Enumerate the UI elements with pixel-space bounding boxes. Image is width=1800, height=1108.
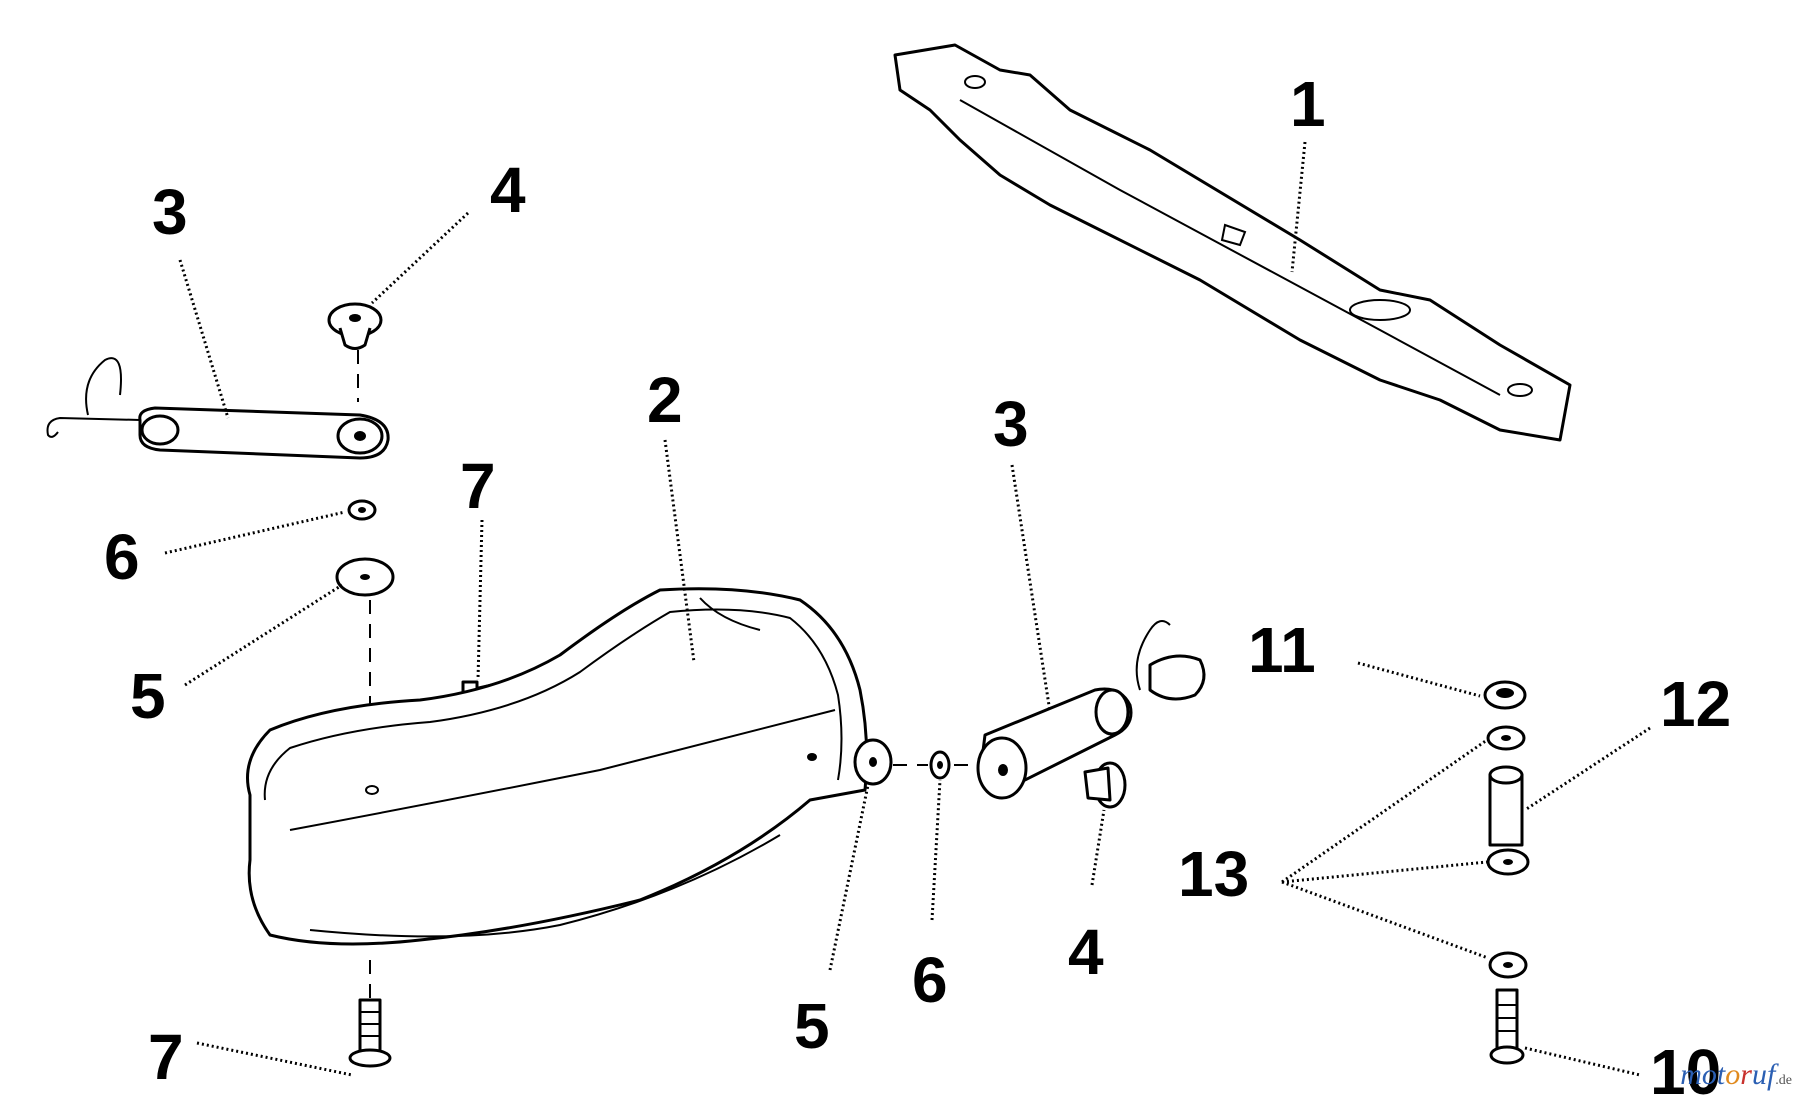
watermark-part-2: o [1725, 1058, 1741, 1091]
leader-1 [1290, 141, 1307, 273]
callout-4-bottom: 4 [1068, 916, 1104, 988]
blade [893, 43, 1572, 442]
washer-small-center [929, 750, 951, 780]
nut [1483, 680, 1527, 710]
callout-7-upper: 7 [460, 450, 496, 522]
spacer [1488, 765, 1524, 847]
leader-lines [164, 141, 1651, 1077]
leader-6-left [164, 510, 346, 555]
washer-13-middle [1486, 848, 1530, 876]
callout-11: 11 [1248, 614, 1316, 686]
callout-3-left: 3 [152, 176, 188, 248]
leader-2 [663, 439, 696, 663]
callout-6-left: 6 [104, 521, 140, 593]
washer-13-top [1486, 725, 1526, 751]
leader-3-left [178, 259, 230, 419]
watermark-logo: motoruf.de [1680, 1058, 1792, 1092]
callout-4-top: 4 [490, 154, 526, 226]
leader-3-right [1010, 464, 1052, 713]
bolt-lower [348, 998, 392, 1068]
bolt-right [1489, 988, 1525, 1065]
leader-7-lower [196, 1041, 353, 1077]
leader-6-center [930, 779, 942, 921]
callout-7-lower: 7 [148, 1021, 184, 1093]
leader-4-top [370, 211, 470, 305]
leader-5-left [184, 583, 343, 687]
watermark-tld: .de [1775, 1073, 1792, 1088]
washer-large-center [853, 738, 893, 786]
callout-3-right: 3 [993, 388, 1029, 460]
callout-1: 1 [1290, 68, 1326, 140]
callout-6-center: 6 [912, 944, 948, 1016]
watermark-part-3: r [1740, 1058, 1752, 1091]
callout-13: 13 [1178, 838, 1250, 910]
callout-5-center: 5 [794, 990, 830, 1062]
watermark-part-4: uf [1751, 1058, 1776, 1091]
idler-arm-left [46, 357, 390, 460]
washer-large-left [335, 557, 395, 597]
belt-cover [246, 587, 869, 946]
leader-11 [1357, 661, 1481, 698]
leader-13-c [1281, 880, 1489, 960]
callout-2: 2 [647, 364, 683, 436]
leader-7-upper [476, 519, 484, 681]
washer-small-left [347, 499, 377, 521]
leader-4-bottom [1090, 809, 1106, 886]
leader-10 [1524, 1046, 1641, 1077]
leader-12 [1524, 726, 1651, 812]
pulley-top-left [327, 302, 383, 350]
watermark-part-1: mot [1680, 1058, 1726, 1091]
leader-13-a [1281, 738, 1488, 884]
pulley-bottom-right [1083, 761, 1127, 809]
leader-13-b [1281, 860, 1488, 884]
callout-12: 12 [1660, 668, 1732, 740]
washer-13-bottom [1488, 951, 1528, 979]
callout-10: 10 [1650, 1036, 1722, 1108]
leader-5-center [828, 784, 870, 971]
callout-5-left: 5 [130, 660, 166, 732]
idler-arm-right [976, 620, 1206, 800]
